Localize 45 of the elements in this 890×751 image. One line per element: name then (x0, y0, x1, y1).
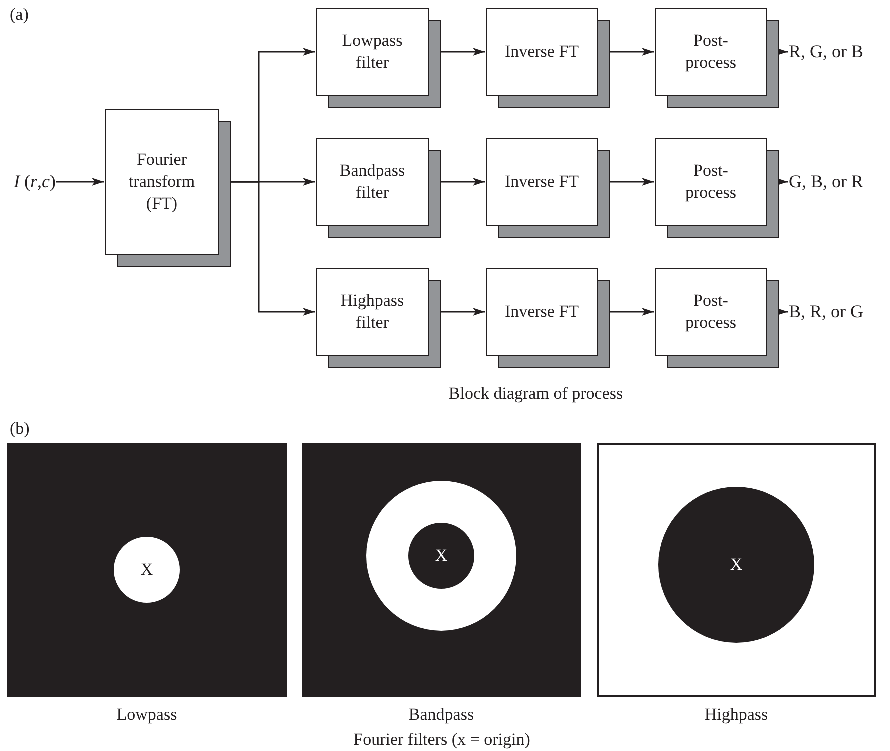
box-label: Lowpass filter (341, 30, 404, 74)
panel-label: (a) (10, 5, 29, 25)
low-filter-drawing (7, 443, 287, 697)
filter-caption: Highpass (704, 705, 768, 725)
high-filter-drawing (597, 443, 876, 697)
process-box (486, 268, 610, 368)
origin-mark: X (140, 560, 154, 580)
arrow (231, 181, 315, 316)
output-label: B, R, or G (789, 302, 864, 322)
process-box (655, 268, 779, 368)
process-box (655, 138, 779, 238)
filter-caption: Bandpass (408, 705, 474, 725)
box-label: Bandpass filter (338, 160, 406, 204)
output-label: G, B, or R (789, 172, 864, 192)
box-label: Highpass filter (340, 290, 406, 334)
arrow (610, 48, 654, 56)
arrow (441, 48, 485, 56)
input-label: I (r,c) (14, 172, 56, 192)
arrow (610, 308, 654, 316)
filter-caption: Lowpass (116, 705, 178, 725)
panel-label: (b) (10, 419, 30, 439)
band-filter-drawing (302, 443, 581, 697)
box-label: Post- process (684, 30, 738, 74)
process-box (486, 138, 610, 238)
box-label: Post- process (684, 160, 738, 204)
figure-caption: Block diagram of process (448, 384, 624, 404)
box-label: Post- process (684, 290, 738, 334)
process-box (316, 268, 441, 368)
arrow (56, 178, 104, 186)
box-label: Inverse FT (504, 40, 580, 63)
process-box (486, 8, 610, 108)
arrow (441, 178, 485, 186)
box-label: Fourier transform (FT) (128, 148, 196, 216)
figure-caption: Fourier filters (x = origin) (354, 730, 530, 750)
process-box (316, 8, 441, 108)
process-box (316, 138, 441, 238)
arrow (441, 308, 485, 316)
process-box (655, 8, 779, 108)
process-box (105, 109, 231, 267)
origin-mark: X (435, 546, 448, 566)
box-label: Inverse FT (504, 300, 580, 323)
arrow (610, 178, 654, 186)
output-label: R, G, or B (789, 42, 864, 62)
box-label: Inverse FT (504, 170, 580, 193)
origin-mark: X (730, 555, 743, 575)
